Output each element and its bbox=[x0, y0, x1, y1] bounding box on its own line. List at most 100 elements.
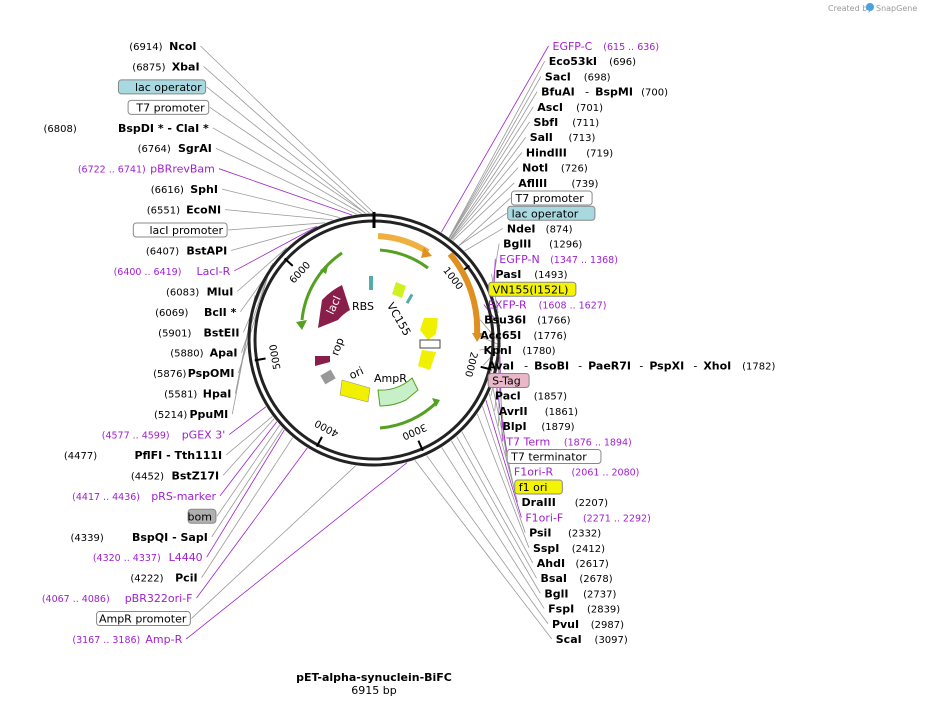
label-left-25-l4440: L4440(4320 .. 4337) bbox=[93, 551, 203, 564]
coord-right-17-exfp-r: (1608 .. 1627) bbox=[539, 300, 607, 311]
label-left-22-prs-marker: pRS-marker(4417 .. 4436) bbox=[72, 490, 216, 503]
leader-left-7-sphi bbox=[221, 188, 341, 219]
coord-right-14-egfp-n: (1347 .. 1368) bbox=[550, 255, 618, 266]
label-right-17-exfp-r: EXFP-R(1608 .. 1627) bbox=[488, 298, 607, 311]
coord-left-13-bcli: (6069) bbox=[155, 308, 188, 319]
leader-left-0-ncoi bbox=[200, 45, 375, 214]
enzyme-right-3-bfuai-1: BspMI bbox=[595, 86, 633, 99]
coord-right-9-afliii: (739) bbox=[571, 179, 598, 190]
label-right-4-asci: AscI (701) bbox=[537, 101, 603, 114]
label-right-13-bglii: BglII(1296) bbox=[503, 238, 582, 251]
enzyme-left-21-bstz17i: BstZ17I bbox=[172, 469, 220, 482]
coord-left-11-laci-r: (6400 .. 6419) bbox=[114, 267, 182, 278]
feature-right-22-s-tag: S-Tag bbox=[492, 375, 521, 388]
coord-right-39-scai: (3097) bbox=[595, 635, 628, 646]
coord-right-18-bsu36i: (1766) bbox=[537, 316, 570, 327]
enzyme-left-24-bspqi: BspQI - SapI bbox=[132, 531, 208, 544]
feature-top-orange-arrow bbox=[421, 247, 432, 258]
leader-left-27-pbr322ori-f bbox=[196, 447, 308, 599]
coord-left-6-pbrrevbam: (6722 .. 6741) bbox=[78, 165, 146, 176]
coord-left-1-xbai: (6875) bbox=[132, 62, 165, 73]
leader-left-12-mlui bbox=[237, 247, 288, 292]
leader-right-1-eco53ki bbox=[448, 61, 546, 238]
primer-left-6-pbrrevbam: pBRrevBam bbox=[150, 163, 215, 176]
feature-green-arc-1 bbox=[379, 248, 429, 270]
leader-left-9-laci-promoter bbox=[228, 222, 326, 231]
enzyme-right-23-paci-0: PacI bbox=[495, 390, 521, 403]
enzyme-right-39-scai-0: ScaI bbox=[556, 633, 582, 646]
scale-label-2000: 2000 bbox=[462, 351, 479, 378]
label-right-0-egfp-c: EGFP-C(615 .. 636) bbox=[553, 40, 660, 53]
coord-right-4-asci: (701) bbox=[576, 103, 603, 114]
leader-left-5-sgrai bbox=[215, 147, 357, 215]
label-left-26-pcii: PciI(4222) bbox=[130, 572, 197, 585]
enzyme-right-7-hindiii-0: HindIII bbox=[526, 146, 567, 159]
enzyme-left-16-pspomi: PspOMI bbox=[188, 367, 235, 380]
feature-mcs-box bbox=[419, 339, 441, 349]
coord-left-5-sgrai: (6764) bbox=[138, 144, 171, 155]
label-left-9-laci-promoter: lacI promoter bbox=[132, 222, 228, 238]
scale-tick-2000 bbox=[480, 365, 492, 371]
coord-right-1-eco53ki: (696) bbox=[609, 57, 636, 68]
leader-right-12-ndei bbox=[464, 228, 504, 252]
scale-tick-4000 bbox=[315, 436, 323, 448]
feature-green-arc-3 bbox=[379, 400, 439, 430]
enzyme-right-4-asci-0: AscI bbox=[537, 101, 563, 114]
box-right-11-lac-operator bbox=[507, 205, 596, 221]
leader-left-26-pcii bbox=[201, 437, 294, 578]
coord-right-8-noti: (726) bbox=[561, 164, 588, 175]
label-right-10-t7-promoter: T7 promoter bbox=[510, 190, 593, 206]
label-right-9-afliii: AflIII(739) bbox=[518, 177, 598, 190]
leader-left-4-bspdi bbox=[212, 127, 362, 214]
leader-left-22-prs-marker bbox=[219, 421, 278, 497]
enzyme-right-5-sbfi-0: SbfI bbox=[533, 116, 558, 129]
coord-right-32-psii: (2332) bbox=[568, 529, 601, 540]
feature-left-9-laci-promoter: lacI promoter bbox=[149, 224, 223, 237]
leader-right-10-t7-promoter bbox=[458, 197, 511, 246]
leader-right-4-asci bbox=[449, 106, 534, 239]
enzyme-right-18-bsu36i-0: Bsu36I bbox=[484, 314, 526, 327]
enzyme-right-38-pvui-0: PvuI bbox=[552, 618, 579, 631]
feature-ori-yellow bbox=[339, 379, 371, 403]
credit-text: Created by bbox=[828, 4, 872, 13]
coord-right-25-blpi: (1879) bbox=[541, 422, 574, 433]
right-labels: EGFP-C(615 .. 636)Eco53kI(696)SacI(698)B… bbox=[480, 40, 775, 646]
feature-vn155-arc bbox=[447, 252, 481, 336]
label-left-4-bspdi: BspDI * - ClaI *(6808) bbox=[44, 122, 210, 135]
leader-left-29-amp-r bbox=[186, 462, 408, 640]
label-right-38-pvui: PvuI(2987) bbox=[552, 618, 624, 631]
leader-left-3-t7-promoter bbox=[209, 107, 366, 214]
leader-right-31-f1ori-f bbox=[485, 399, 522, 518]
coord-right-13-bglii: (1296) bbox=[549, 240, 582, 251]
feature-ampr bbox=[377, 377, 419, 407]
sep-right-3-bfuai-1: - bbox=[585, 86, 589, 99]
feature-label-ori: ori bbox=[347, 364, 365, 382]
leader-right-39-scai bbox=[414, 460, 553, 640]
feature-label-vc155: VC155 bbox=[384, 300, 413, 338]
coord-left-10-bstapi: (6407) bbox=[146, 246, 179, 257]
coord-left-4-bspdi: (6808) bbox=[44, 124, 77, 135]
label-left-8-econi: EcoNI(6551) bbox=[147, 204, 221, 217]
feature-right-16-vn155-i152l: VN155(I152L) bbox=[493, 283, 569, 296]
enzyme-right-32-psii-0: PsiI bbox=[529, 527, 551, 540]
leader-lines bbox=[186, 45, 553, 640]
label-right-3-bfuai: BfuAI-BspMI(700) bbox=[541, 86, 668, 99]
box-right-16-vn155-i152l bbox=[488, 281, 577, 297]
coord-right-12-ndei: (874) bbox=[546, 224, 573, 235]
label-left-5-sgrai: SgrAI(6764) bbox=[138, 142, 212, 155]
enzyme-left-14-bsteii: BstEII bbox=[204, 326, 240, 339]
enzyme-right-1-eco53ki-0: Eco53kI bbox=[549, 55, 597, 68]
primer-right-14-egfp-n: EGFP-N bbox=[499, 253, 539, 266]
enzyme-left-13-bcli: BclI * bbox=[204, 306, 237, 319]
label-left-7-sphi: SphI(6616) bbox=[151, 183, 218, 196]
enzyme-right-30-draiii-0: DraIII bbox=[522, 496, 556, 509]
enzyme-left-0-ncoi: NcoI bbox=[169, 40, 196, 53]
coord-right-2-saci: (698) bbox=[584, 72, 611, 83]
primer-right-28-f1ori-r: F1ori-R bbox=[514, 466, 554, 479]
feature-rop bbox=[315, 356, 330, 366]
leader-left-25-l4440 bbox=[206, 429, 285, 558]
enzyme-left-18-ppumi: PpuMI bbox=[189, 408, 228, 421]
coord-right-31-f1ori-f: (2271 .. 2292) bbox=[583, 513, 651, 524]
